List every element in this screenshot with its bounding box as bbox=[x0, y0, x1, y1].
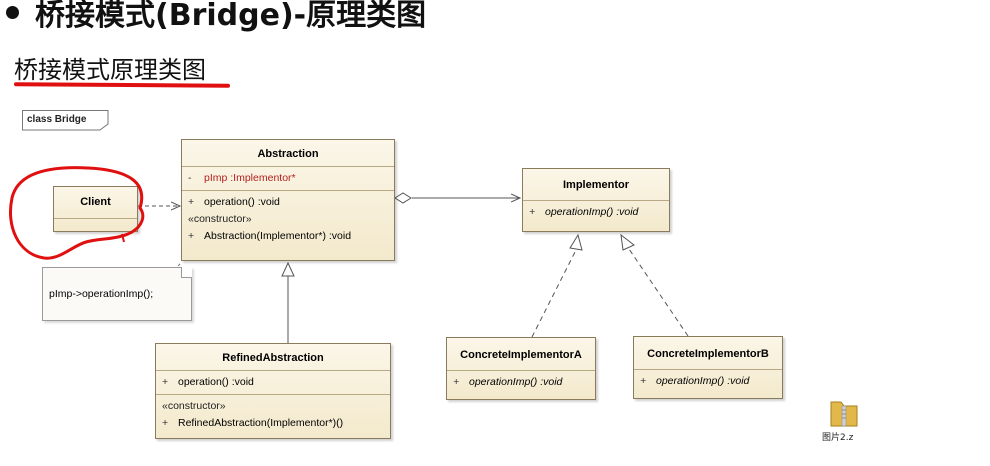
class-implementor[interactable]: Implementor + operationImp() :void bbox=[522, 168, 670, 232]
realization-line-a bbox=[531, 249, 577, 338]
slide-subtitle: 桥接模式原理类图 bbox=[14, 56, 206, 84]
class-refined-operations: + operation() :void bbox=[156, 371, 390, 395]
class-refined-abstraction[interactable]: RefinedAbstraction + operation() :void «c… bbox=[155, 343, 391, 439]
class-abstraction[interactable]: Abstraction -pImp :Implementor* + operati… bbox=[181, 139, 395, 261]
zip-file-label: 图片2.z bbox=[822, 433, 854, 443]
visibility-marker: + bbox=[162, 417, 169, 429]
visibility-marker: - bbox=[188, 172, 192, 184]
visibility-marker: + bbox=[640, 375, 647, 387]
realization-line-b bbox=[628, 248, 689, 337]
operation-text: operation() :void bbox=[204, 196, 280, 208]
constructor-stereotype: «constructor» bbox=[188, 213, 252, 225]
constructor-text: Abstraction(Implementor*) :void bbox=[204, 230, 352, 242]
operation-row: + operationImp() :void bbox=[529, 204, 663, 221]
class-abstraction-attributes: -pImp :Implementor* bbox=[182, 167, 394, 191]
class-client[interactable]: Client bbox=[53, 186, 138, 232]
class-concrete-a-operations: + operationImp() :void bbox=[447, 371, 595, 394]
class-concrete-implementor-b[interactable]: ConcreteImplementorB + operationImp() :vo… bbox=[633, 336, 783, 399]
attribute-text: pImp :Implementor* bbox=[204, 172, 296, 184]
class-refined-constructors: «constructor» + RefinedAbstraction(Implem… bbox=[156, 395, 390, 435]
class-refined-name: RefinedAbstraction bbox=[156, 344, 390, 371]
class-concrete-b-name: ConcreteImplementorB bbox=[634, 337, 782, 370]
visibility-marker: + bbox=[188, 230, 195, 242]
constructor-row: + Abstraction(Implementor*) :void bbox=[188, 228, 388, 245]
realization-triangle-b bbox=[620, 233, 635, 251]
constructor-row: + RefinedAbstraction(Implementor*)() bbox=[162, 415, 384, 432]
operation-text: operationImp() :void bbox=[545, 206, 639, 218]
folder-zip-icon bbox=[830, 401, 858, 427]
note-anchor-line bbox=[177, 261, 183, 267]
attribute-row: -pImp :Implementor* bbox=[188, 170, 388, 187]
class-implementor-operations: + operationImp() :void bbox=[523, 201, 669, 224]
class-client-name: Client bbox=[54, 187, 137, 219]
frame-label-text: class Bridge bbox=[27, 114, 87, 125]
note-fold-corner bbox=[181, 267, 192, 278]
operation-row: + operation() :void bbox=[188, 194, 388, 211]
class-concrete-b-operations: + operationImp() :void bbox=[634, 370, 782, 393]
operation-row: + operationImp() :void bbox=[640, 373, 776, 390]
generalization-triangle bbox=[281, 261, 295, 277]
note-text: pImp->operationImp(); bbox=[49, 288, 154, 300]
operation-text: operationImp() :void bbox=[469, 376, 563, 388]
zip-file-icon[interactable] bbox=[828, 398, 860, 428]
class-concrete-implementor-a[interactable]: ConcreteImplementorA + operationImp() :vo… bbox=[446, 337, 596, 400]
operation-text: operationImp() :void bbox=[656, 375, 750, 387]
aggregation-diamond bbox=[394, 192, 412, 204]
slide-title-text: 桥接模式(Bridge)-原理类图 bbox=[35, 0, 427, 33]
slide-title: 桥接模式(Bridge)-原理类图 bbox=[6, 0, 426, 33]
operation-row: + operation() :void bbox=[162, 374, 384, 391]
visibility-marker: + bbox=[529, 206, 536, 218]
class-concrete-a-name: ConcreteImplementorA bbox=[447, 338, 595, 371]
constructor-text: RefinedAbstraction(Implementor*)() bbox=[178, 417, 344, 429]
constructor-stereotype: «constructor» bbox=[162, 400, 226, 412]
diagram-frame-label: class Bridge bbox=[22, 110, 108, 130]
class-abstraction-name: Abstraction bbox=[182, 140, 394, 167]
visibility-marker: + bbox=[453, 376, 460, 388]
realization-triangle-a bbox=[569, 233, 583, 251]
code-note: pImp->operationImp(); bbox=[42, 267, 192, 321]
class-implementor-name: Implementor bbox=[523, 169, 669, 201]
operation-text: operation() :void bbox=[178, 376, 254, 388]
frame-tag-corner bbox=[22, 110, 109, 131]
visibility-marker: + bbox=[188, 196, 195, 208]
bullet-icon bbox=[6, 6, 19, 19]
class-client-body bbox=[54, 219, 137, 231]
visibility-marker: + bbox=[162, 376, 169, 388]
operation-row: + operationImp() :void bbox=[453, 374, 589, 391]
class-abstraction-operations: + operation() :void «constructor» + Abstra… bbox=[182, 191, 394, 248]
